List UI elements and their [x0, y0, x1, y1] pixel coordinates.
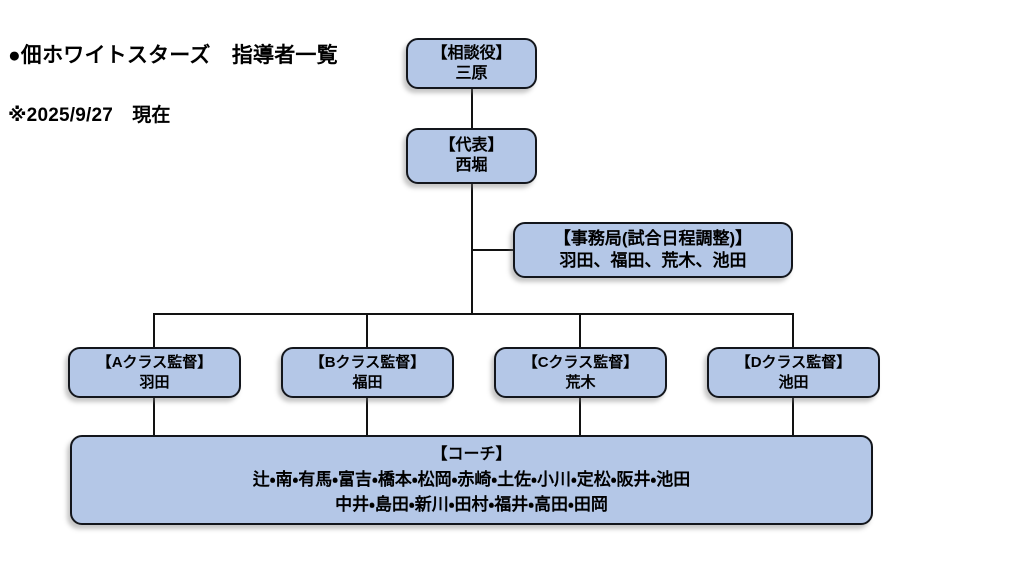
node-class-b-role: 【Bクラス監督】: [309, 353, 426, 371]
connector-bus-to-class-b: [366, 313, 368, 348]
connector-trunk-to-office: [471, 249, 515, 251]
node-advisor[interactable]: 【相談役】 三原: [406, 38, 537, 89]
node-advisor-role: 【相談役】: [431, 44, 512, 62]
node-office[interactable]: 【事務局(試合日程調整)】 羽田、福田、荒木、池田: [513, 222, 793, 278]
node-class-c-manager[interactable]: 【Cクラス監督】 荒木: [494, 347, 667, 398]
connector-class-c-to-coach: [579, 397, 581, 437]
node-coach-members-row-1: 辻・南・有馬・富吉・橋本・松岡・赤崎・土佐・小川・定松・阪井・池田: [252, 470, 691, 489]
node-class-b-manager[interactable]: 【Bクラス監督】 福田: [281, 347, 454, 398]
connector-class-bus: [153, 313, 794, 315]
connector-class-a-to-coach: [153, 397, 155, 437]
page-date-note: ※2025/9/27 現在: [8, 105, 171, 126]
node-class-a-role: 【Aクラス監督】: [96, 353, 213, 371]
connector-class-b-to-coach: [366, 397, 368, 437]
node-coach-role: 【コーチ】: [431, 446, 512, 463]
node-representative-members: 西堀: [455, 157, 488, 174]
node-class-a-manager[interactable]: 【Aクラス監督】 羽田: [68, 347, 241, 398]
node-coach-members-row-2: 中井・島田・新川・田村・福井・高田・田岡: [335, 495, 608, 514]
node-class-c-role: 【Cクラス監督】: [522, 353, 639, 371]
node-class-d-manager[interactable]: 【Dクラス監督】 池田: [707, 347, 880, 398]
node-coach[interactable]: 【コーチ】 辻・南・有馬・富吉・橋本・松岡・赤崎・土佐・小川・定松・阪井・池田 …: [70, 435, 873, 525]
node-class-d-role: 【Dクラス監督】: [735, 353, 852, 371]
connector-bus-to-class-a: [153, 313, 155, 348]
node-class-a-members: 羽田: [139, 373, 170, 391]
node-office-members: 羽田、福田、荒木、池田: [559, 251, 747, 270]
connector-bus-to-class-d: [792, 313, 794, 348]
connector-bus-to-class-c: [579, 313, 581, 348]
node-class-b-members: 福田: [352, 373, 383, 391]
node-advisor-members: 三原: [455, 64, 488, 82]
node-office-role: 【事務局(試合日程調整)】: [553, 229, 753, 248]
node-representative[interactable]: 【代表】 西堀: [406, 128, 537, 184]
connector-advisor-to-representative: [471, 89, 473, 129]
connector-class-d-to-coach: [792, 397, 794, 437]
page-title: ●佃ホワイトスターズ 指導者一覧: [8, 44, 338, 67]
page-title-block: ●佃ホワイトスターズ 指導者一覧 ※2025/9/27 現在: [8, 7, 338, 164]
node-class-c-members: 荒木: [565, 373, 596, 391]
node-representative-role: 【代表】: [439, 137, 504, 154]
node-class-d-members: 池田: [778, 373, 809, 391]
